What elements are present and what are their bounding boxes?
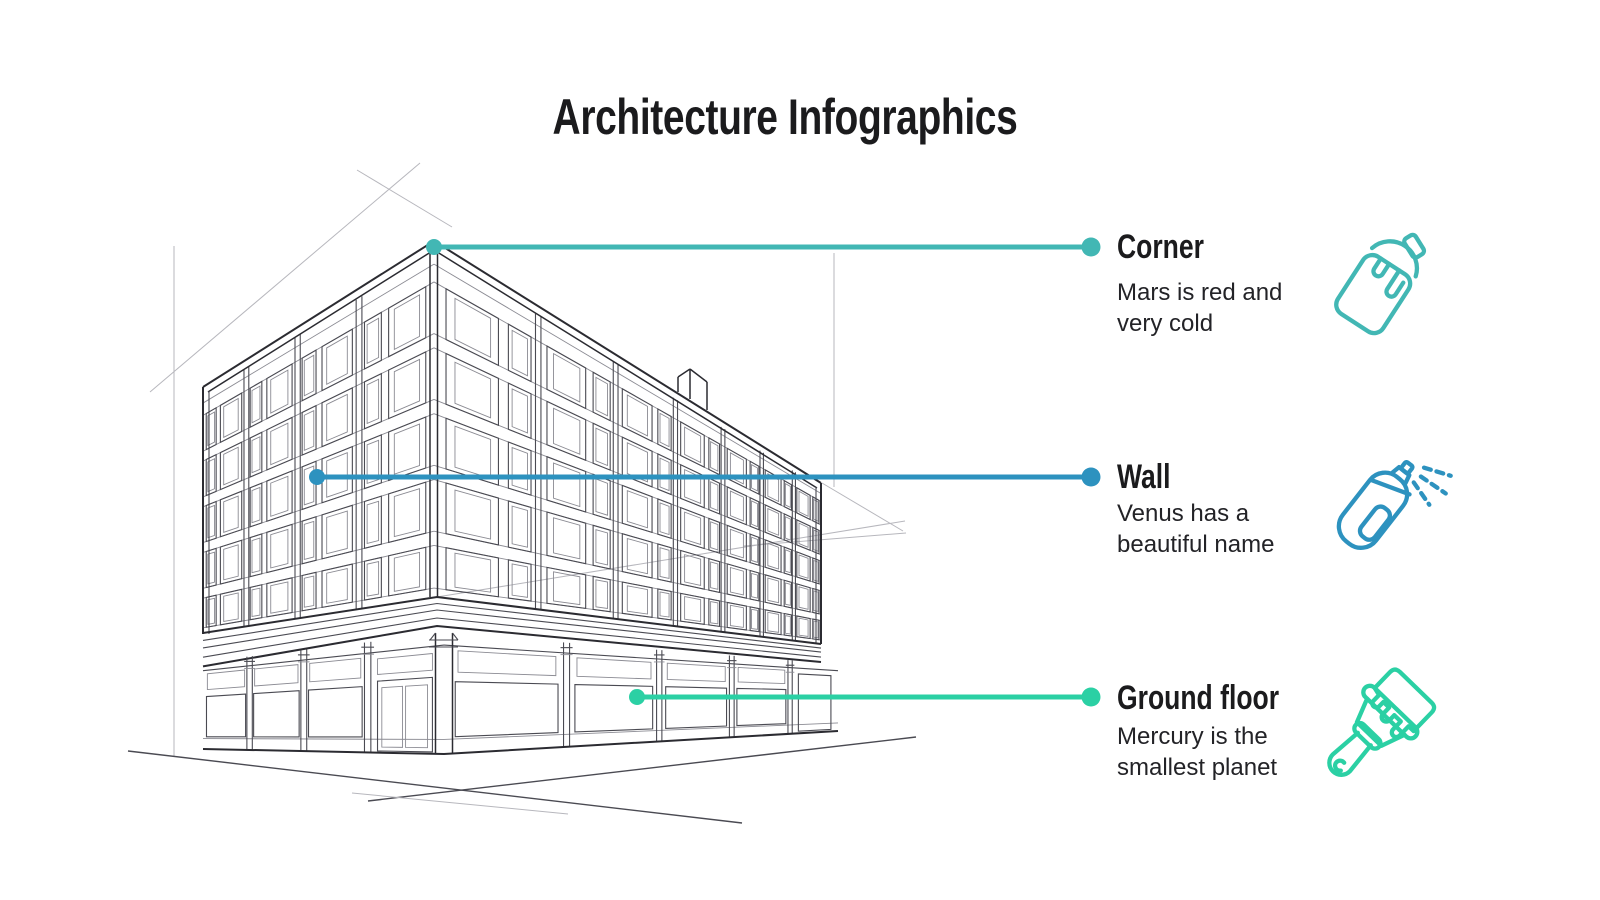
callout-desc-corner: Mars is red and very cold (1117, 279, 1283, 337)
callout-desc-wall: Venus has a beautiful name (1117, 500, 1275, 558)
spray-can-icon (1336, 459, 1453, 550)
callout-title-wall: Wall (1117, 458, 1171, 496)
callout-title-ground-floor: Ground floor (1117, 679, 1280, 717)
paint-bucket-icon (1334, 232, 1427, 336)
paint-brush-icon (1327, 667, 1437, 777)
building-line-drawing (127, 162, 917, 824)
callout-desc-ground-floor: Mercury is the smallest planet (1117, 723, 1278, 781)
page-title: Architecture Infographics (552, 89, 1018, 145)
callout-title-corner: Corner (1117, 228, 1204, 266)
